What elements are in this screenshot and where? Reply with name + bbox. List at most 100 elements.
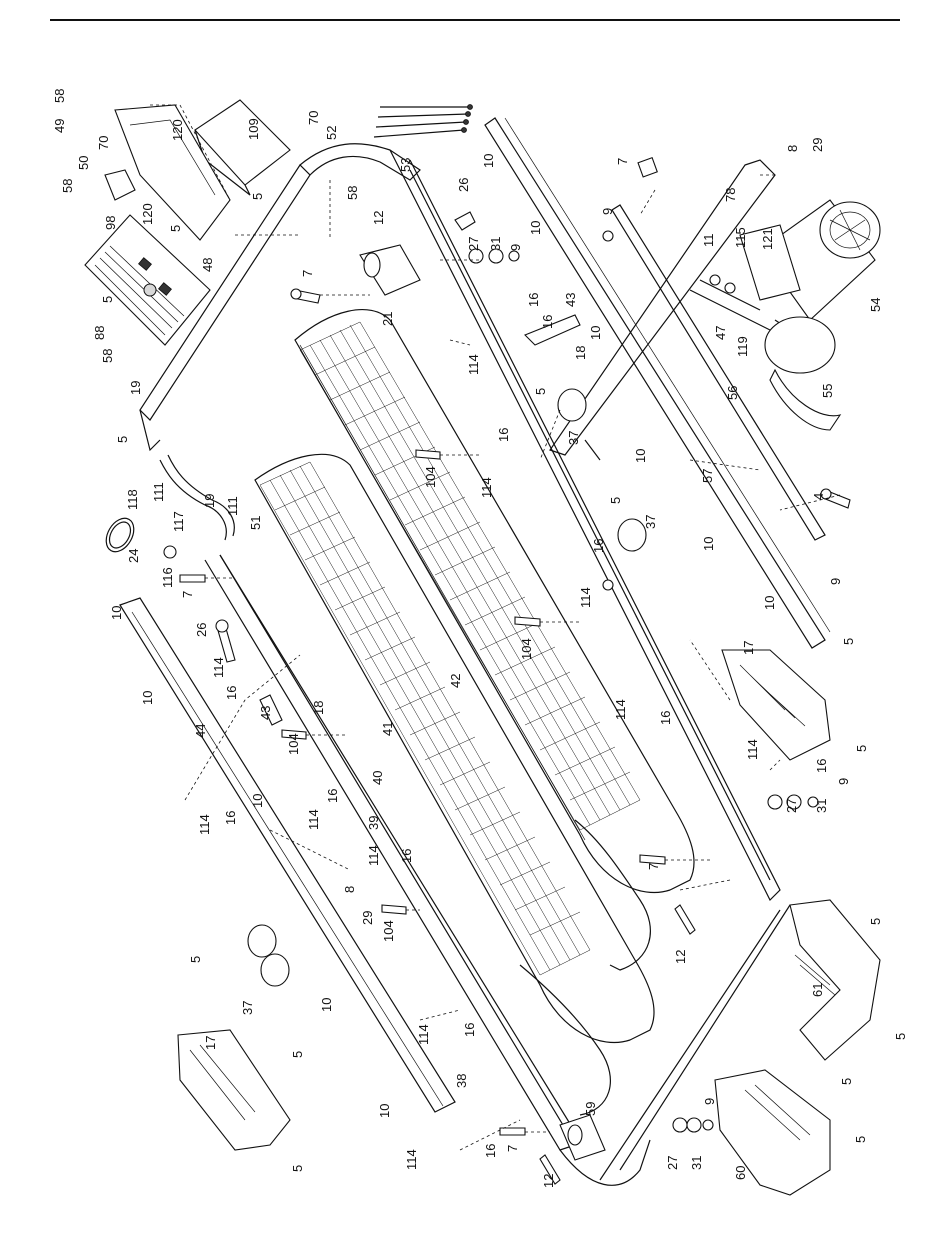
callout-21: 21 (380, 312, 395, 326)
callout-104: 104 (286, 733, 301, 755)
callout-10: 10 (762, 596, 777, 610)
callout-5: 5 (188, 956, 203, 963)
callout-19: 19 (128, 381, 143, 395)
callout-104: 104 (519, 638, 534, 660)
callout-37: 37 (643, 515, 658, 529)
callout-12: 12 (371, 211, 386, 225)
callout-121: 121 (760, 228, 775, 250)
callout-111: 111 (151, 482, 166, 502)
callout-58: 58 (52, 89, 67, 103)
callout-5: 5 (100, 296, 115, 303)
callout-7: 7 (615, 158, 630, 165)
callout-7: 7 (180, 591, 195, 598)
callout-9: 9 (508, 244, 523, 251)
callout-10: 10 (481, 154, 496, 168)
callout-29: 29 (810, 138, 825, 152)
callout-17: 17 (203, 1036, 218, 1050)
callout-5: 5 (250, 193, 265, 200)
callout-16: 16 (526, 293, 541, 307)
callout-53: 53 (398, 158, 413, 172)
callout-114: 114 (466, 354, 481, 375)
callout-114: 114 (211, 657, 226, 678)
drawing-artwork (84, 99, 881, 1196)
callout-27: 27 (466, 237, 481, 251)
callout-16: 16 (399, 849, 414, 863)
callout-118: 118 (125, 489, 140, 510)
callout-16: 16 (658, 711, 673, 725)
callout-60: 60 (733, 1166, 748, 1180)
callout-10: 10 (140, 691, 155, 705)
callout-114: 114 (306, 809, 321, 830)
callout-114: 114 (404, 1149, 419, 1170)
callout-54: 54 (868, 298, 883, 312)
belt-grille-pattern (259, 321, 641, 976)
callout-41: 41 (380, 722, 395, 736)
callout-40: 40 (370, 771, 385, 785)
callout-37: 37 (240, 1001, 255, 1015)
callout-24: 24 (126, 549, 141, 563)
callout-38: 38 (454, 1074, 469, 1088)
callout-114: 114 (197, 814, 212, 835)
callout-5: 5 (893, 1033, 908, 1040)
callout-5: 5 (868, 918, 883, 925)
callout-5: 5 (533, 388, 548, 395)
callout-9: 9 (600, 208, 615, 215)
callout-39: 39 (366, 816, 381, 830)
callout-19: 19 (202, 494, 217, 508)
callout-5: 5 (853, 1136, 868, 1143)
callout-58: 58 (60, 179, 75, 193)
callout-10: 10 (377, 1104, 392, 1118)
callout-116: 116 (160, 567, 175, 588)
callout-5: 5 (290, 1165, 305, 1172)
motor-assembly (739, 199, 881, 431)
callout-61: 61 (810, 983, 825, 997)
callout-114: 114 (416, 1024, 431, 1045)
callout-5: 5 (839, 1078, 854, 1085)
callout-10: 10 (528, 221, 543, 235)
callout-58: 58 (345, 186, 360, 200)
callout-120: 120 (170, 119, 185, 141)
callout-12: 12 (673, 950, 688, 964)
callout-29: 29 (360, 911, 375, 925)
callout-109: 109 (246, 118, 261, 140)
callout-37: 37 (566, 431, 581, 445)
leader-lines (150, 104, 841, 1151)
callout-111: 111 (225, 496, 240, 516)
callout-16: 16 (814, 759, 829, 773)
callout-5: 5 (168, 225, 183, 232)
callout-10: 10 (588, 326, 603, 340)
callout-31: 31 (488, 237, 503, 251)
callout-56: 56 (725, 386, 740, 400)
callout-10: 10 (701, 537, 716, 551)
callout-16: 16 (223, 811, 238, 825)
callout-119: 119 (735, 336, 750, 357)
callout-59: 59 (583, 1102, 598, 1116)
callout-57: 57 (700, 469, 715, 483)
callout-17: 17 (741, 641, 756, 655)
callout-5: 5 (854, 745, 869, 752)
callout-27: 27 (665, 1156, 680, 1170)
callout-4: 4 (811, 493, 826, 500)
callout-117: 117 (171, 511, 186, 532)
callout-27: 27 (784, 799, 799, 813)
callout-51: 51 (248, 516, 263, 530)
callout-12: 12 (541, 1174, 556, 1188)
callout-114: 114 (745, 739, 760, 760)
callout-104: 104 (423, 466, 438, 488)
callout-16: 16 (483, 1144, 498, 1158)
callout-10: 10 (109, 606, 124, 620)
callout-8: 8 (785, 145, 800, 152)
callout-58: 58 (100, 349, 115, 363)
callout-43: 43 (563, 293, 578, 307)
callout-7: 7 (300, 270, 315, 277)
callout-16: 16 (540, 315, 555, 329)
callout-10: 10 (250, 794, 265, 808)
callout-104: 104 (381, 920, 396, 942)
callout-10: 10 (633, 449, 648, 463)
hood-109-shape (194, 99, 291, 186)
callout-7: 7 (646, 863, 661, 870)
callout-31: 31 (689, 1156, 704, 1170)
callout-16: 16 (591, 539, 606, 553)
callout-16: 16 (496, 428, 511, 442)
callout-98: 98 (103, 216, 118, 230)
